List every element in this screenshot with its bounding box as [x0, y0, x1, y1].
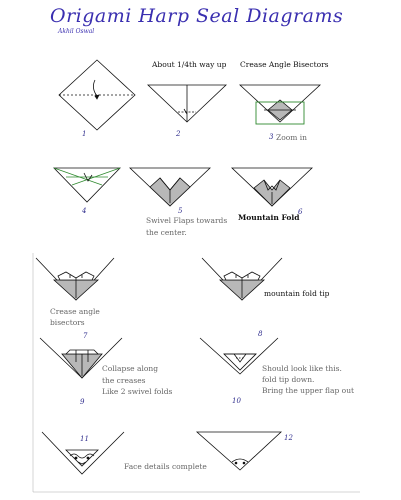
- step-number: 9: [80, 398, 85, 406]
- step-7-caption-2: bisectors: [50, 318, 85, 327]
- step-3-drawing: [238, 84, 322, 125]
- step-5-drawing: [128, 167, 212, 207]
- step-2-drawing: [146, 84, 228, 123]
- step-3-note: Zoom in: [276, 133, 307, 142]
- step-9-caption-2: the creases: [102, 376, 146, 385]
- step-11-caption: Face details complete: [124, 462, 207, 471]
- step-7-caption: Crease angle: [50, 307, 100, 316]
- author-name: Akhil Oswal: [58, 28, 95, 35]
- step-number: 10: [232, 397, 241, 405]
- step-6-caption: Mountain Fold: [238, 213, 300, 222]
- step-9-drawing: [39, 337, 123, 379]
- step-number: 12: [284, 434, 293, 442]
- step-1-drawing: [58, 59, 136, 131]
- step-11-drawing: [41, 431, 125, 475]
- step-5-caption-2: the center.: [146, 228, 187, 237]
- step-number: 2: [176, 130, 181, 138]
- step-2-caption: About 1/4th way up: [152, 60, 227, 69]
- step-number: 8: [258, 330, 263, 338]
- step-7-drawing: [35, 257, 115, 301]
- step-9-caption-3: Like 2 swivel folds: [102, 387, 173, 396]
- step-4-drawing: [53, 167, 121, 203]
- step-8-drawing: [201, 257, 283, 301]
- step-number: 7: [83, 332, 88, 340]
- step-number: 5: [178, 207, 183, 215]
- step-12-drawing: [195, 431, 283, 471]
- step-8-caption: mountain fold tip: [264, 289, 330, 298]
- step-number: 6: [298, 208, 303, 216]
- step-9-caption: Collapse along: [102, 364, 159, 373]
- step-number: 3: [269, 133, 274, 141]
- step-6-drawing: [230, 167, 314, 207]
- step-number: 4: [82, 207, 87, 215]
- step-number: 11: [80, 435, 89, 443]
- step-10-caption: Should look like this.: [262, 364, 342, 373]
- step-3-caption: Crease Angle Bisectors: [240, 60, 329, 69]
- page-title: Origami Harp Seal Diagrams: [50, 5, 344, 27]
- step-5-caption: Swivel Flaps towards: [146, 216, 228, 225]
- step-10-drawing: [199, 337, 279, 375]
- step-10-caption-2: fold tip down.: [262, 375, 315, 384]
- step-number: 1: [82, 130, 87, 138]
- step-10-caption-3: Bring the upper flap out: [262, 386, 355, 395]
